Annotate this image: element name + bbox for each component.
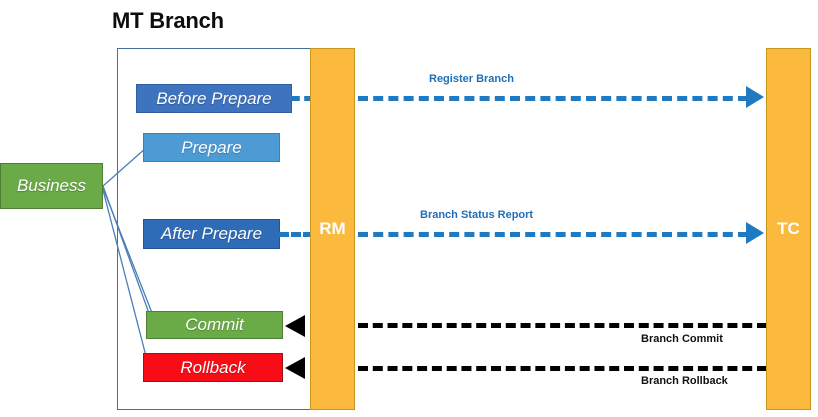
lane-label-tc: TC bbox=[777, 219, 800, 238]
step-label-prepare: Prepare bbox=[181, 137, 242, 157]
step-label-before-prepare: Before Prepare bbox=[156, 88, 272, 108]
lane-label-rm: RM bbox=[319, 219, 346, 238]
step-label-rollback: Rollback bbox=[180, 357, 246, 377]
lane-bar-rm[interactable]: RM bbox=[310, 48, 355, 410]
step-label-after-prepare: After Prepare bbox=[160, 224, 263, 243]
arrow-left-icon-branch-rollback bbox=[285, 357, 305, 379]
flow-label-branch-commit: Branch Commit bbox=[641, 333, 723, 345]
step-box-after-prepare[interactable]: After Prepare bbox=[143, 219, 280, 249]
business-box[interactable]: Business bbox=[0, 163, 103, 209]
flow-line-branch-commit bbox=[358, 323, 767, 328]
lane-bar-tc[interactable]: TC bbox=[766, 48, 811, 410]
flow-label-branch-rollback: Branch Rollback bbox=[641, 375, 728, 387]
arrow-right-icon-register-branch bbox=[746, 86, 764, 108]
step-box-before-prepare[interactable]: Before Prepare bbox=[136, 84, 292, 113]
arrow-left-icon-branch-commit bbox=[285, 315, 305, 337]
flow-line-branch-rollback bbox=[358, 366, 767, 371]
flow-line-register-branch-left bbox=[291, 96, 313, 101]
business-label: Business bbox=[17, 176, 86, 195]
flow-line-branch-status-right bbox=[358, 232, 748, 237]
flow-line-register-branch-right bbox=[358, 96, 748, 101]
step-box-commit[interactable]: Commit bbox=[146, 311, 283, 339]
flow-label-register-branch: Register Branch bbox=[429, 73, 514, 85]
step-box-prepare[interactable]: Prepare bbox=[143, 133, 280, 162]
arrow-right-icon-branch-status bbox=[746, 222, 764, 244]
flow-line-branch-status-left bbox=[279, 232, 313, 237]
step-box-rollback[interactable]: Rollback bbox=[143, 353, 283, 382]
step-label-commit: Commit bbox=[185, 315, 244, 334]
page-title: MT Branch bbox=[112, 8, 224, 33]
flow-label-branch-status-report: Branch Status Report bbox=[420, 209, 534, 221]
